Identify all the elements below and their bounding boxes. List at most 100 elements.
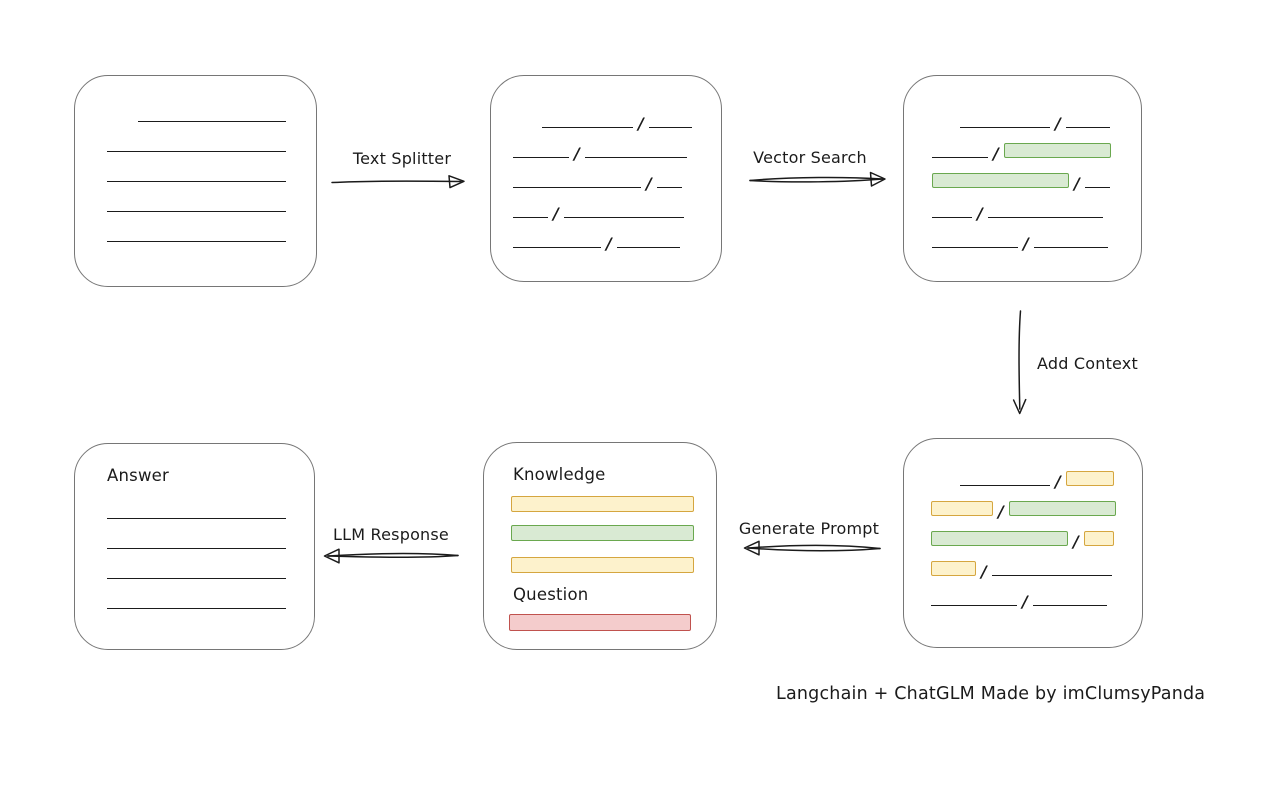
slash-separator: / bbox=[1055, 114, 1061, 133]
add-context-label: Add Context bbox=[1037, 354, 1138, 373]
indent-gap bbox=[932, 127, 960, 128]
knowledge-chunk-yellow-1 bbox=[511, 496, 694, 512]
text-row: / bbox=[513, 143, 692, 163]
llm-response-arrow bbox=[323, 548, 459, 564]
slash-separator: / bbox=[1074, 174, 1080, 193]
slash-separator: / bbox=[993, 144, 999, 163]
text-line-segment bbox=[107, 241, 286, 242]
slash-separator: / bbox=[606, 234, 612, 253]
source-document-lines bbox=[107, 107, 286, 257]
text-line-segment bbox=[584, 157, 687, 158]
text-line-segment bbox=[107, 548, 286, 549]
text-row bbox=[107, 534, 286, 549]
text-line-segment bbox=[107, 211, 286, 212]
indent-gap bbox=[107, 121, 138, 122]
text-row bbox=[107, 504, 286, 519]
text-splitter-label: Text Splitter bbox=[352, 149, 452, 168]
text-row: / bbox=[932, 233, 1111, 253]
text-line-segment bbox=[960, 485, 1050, 486]
text-row: / bbox=[932, 113, 1111, 133]
text-line-segment bbox=[107, 518, 286, 519]
context-chunks-lines: / / / / / bbox=[931, 471, 1116, 621]
vector-search-arrow bbox=[749, 171, 886, 187]
text-line-segment bbox=[107, 608, 286, 609]
text-row bbox=[107, 594, 286, 609]
answer-title: Answer bbox=[107, 466, 169, 485]
slash-separator: / bbox=[553, 204, 559, 223]
text-row: / bbox=[513, 233, 692, 253]
text-line-segment bbox=[960, 127, 1050, 128]
credit-caption: Langchain + ChatGLM Made by imClumsyPand… bbox=[776, 684, 1206, 704]
vector-search-label: Vector Search bbox=[753, 148, 867, 167]
chunk-highlight-yellow bbox=[1083, 531, 1114, 546]
text-row: / bbox=[932, 143, 1111, 163]
chunk-highlight-green bbox=[1003, 143, 1111, 158]
text-row: / bbox=[513, 113, 692, 133]
slash-separator: / bbox=[1023, 234, 1029, 253]
llm-response-label: LLM Response bbox=[333, 525, 449, 544]
text-line-segment bbox=[513, 217, 548, 218]
chunk-highlight-yellow bbox=[931, 501, 993, 516]
vector-matched-chunks-lines: / / / / / bbox=[932, 113, 1111, 263]
text-line-segment bbox=[987, 217, 1103, 218]
text-row: / bbox=[932, 173, 1111, 193]
question-title: Question bbox=[513, 585, 589, 604]
generate-prompt-label: Generate Prompt bbox=[738, 519, 880, 538]
text-row: / bbox=[513, 203, 692, 223]
text-line-segment bbox=[931, 605, 1017, 606]
slash-separator: / bbox=[638, 114, 644, 133]
text-line-segment bbox=[932, 217, 972, 218]
text-line-segment bbox=[107, 151, 286, 152]
text-line-segment bbox=[513, 187, 641, 188]
text-row bbox=[107, 564, 286, 579]
text-line-segment bbox=[513, 157, 569, 158]
slash-separator: / bbox=[574, 144, 580, 163]
generate-prompt-arrow bbox=[743, 540, 881, 556]
chunk-highlight-green bbox=[932, 173, 1069, 188]
text-line-segment bbox=[138, 121, 286, 122]
prompt-node: Knowledge Question bbox=[483, 442, 717, 650]
text-line-segment bbox=[513, 247, 601, 248]
split-chunks-node: / / / / / bbox=[490, 75, 722, 282]
text-row: / bbox=[931, 591, 1116, 611]
text-row: / bbox=[931, 471, 1116, 490]
text-line-segment bbox=[1065, 127, 1110, 128]
text-line-segment bbox=[932, 157, 988, 158]
text-row bbox=[107, 197, 286, 212]
text-row bbox=[107, 137, 286, 152]
context-chunks-node: / / / / / bbox=[903, 438, 1143, 648]
text-line-segment bbox=[656, 187, 682, 188]
text-splitter-arrow bbox=[331, 175, 465, 189]
vector-matched-chunks-node: / / / / / bbox=[903, 75, 1142, 282]
text-row bbox=[107, 167, 286, 182]
slash-separator: / bbox=[977, 204, 983, 223]
text-row: / bbox=[931, 531, 1116, 551]
text-line-segment bbox=[648, 127, 692, 128]
chunk-highlight-green bbox=[1008, 501, 1116, 516]
text-line-segment bbox=[107, 578, 286, 579]
slash-separator: / bbox=[981, 562, 987, 581]
slash-separator: / bbox=[998, 502, 1004, 521]
slash-separator: / bbox=[646, 174, 652, 193]
slash-separator: / bbox=[1073, 532, 1079, 551]
chunk-highlight-yellow bbox=[1065, 471, 1114, 486]
text-line-segment bbox=[1033, 247, 1108, 248]
indent-gap bbox=[513, 127, 542, 128]
text-line-segment bbox=[991, 575, 1112, 576]
knowledge-title: Knowledge bbox=[513, 465, 606, 484]
text-row: / bbox=[932, 203, 1111, 223]
chunk-highlight-green bbox=[931, 531, 1068, 546]
text-line-segment bbox=[932, 247, 1018, 248]
text-row: / bbox=[931, 501, 1116, 521]
text-row: / bbox=[513, 173, 692, 193]
text-line-segment bbox=[1084, 187, 1110, 188]
answer-lines bbox=[107, 504, 286, 624]
indent-gap bbox=[931, 485, 960, 486]
knowledge-chunk-green bbox=[511, 525, 694, 541]
split-chunks-lines: / / / / / bbox=[513, 113, 692, 263]
text-row bbox=[107, 227, 286, 242]
text-line-segment bbox=[1032, 605, 1107, 606]
chunk-highlight-yellow bbox=[931, 561, 976, 576]
slash-separator: / bbox=[1022, 592, 1028, 611]
